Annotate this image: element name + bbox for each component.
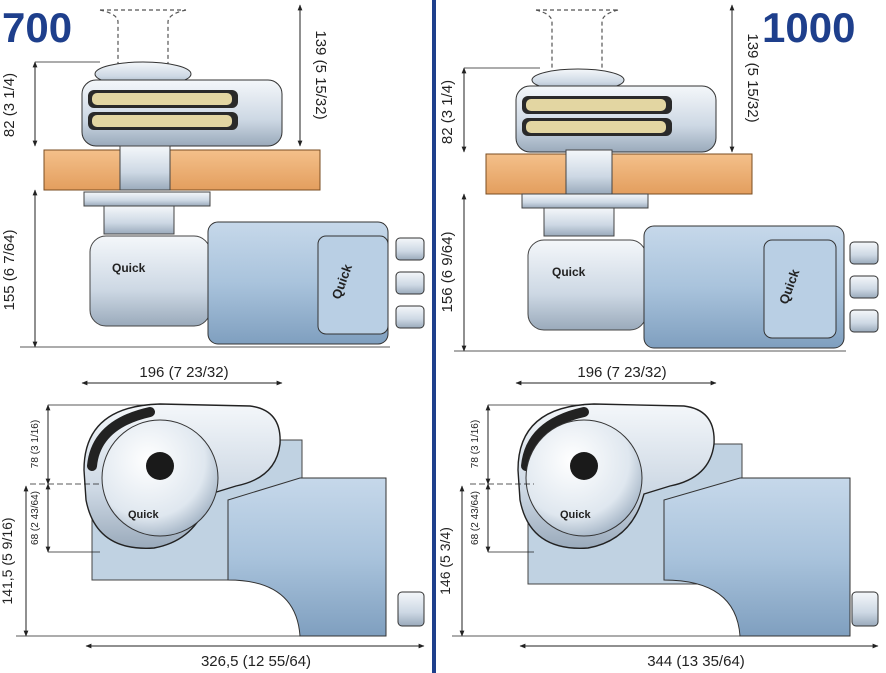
dim-below-deck-700: 155 (6 7/64): [1, 230, 18, 311]
chain-pipe-dashed: [99, 9, 187, 70]
gearbox: [89, 235, 211, 327]
top-view-700: Quick Quick: [43, 9, 425, 345]
top-view-1000: Quick Quick: [485, 9, 879, 349]
dim-below-deck-1000: 156 (6 9/64): [439, 232, 456, 313]
dim-gypsy-height-1000: 82 (3 1/4): [439, 80, 456, 144]
deck-plank: [485, 153, 753, 195]
dim-top-height-700: 139 (5 15/32): [312, 30, 329, 119]
side-view-700: Quick: [83, 403, 425, 637]
dim-gypsy-height-700: 82 (3 1/4): [1, 73, 18, 137]
model-700-label: 700: [2, 4, 72, 51]
brand-logo-1000-gearbox: Quick: [552, 265, 586, 279]
cable-gland: [395, 305, 425, 329]
dim-total-length-1000: 344 (13 35/64): [647, 653, 745, 670]
cable-gland: [395, 271, 425, 295]
brand-logo-700-gearbox: Quick: [112, 261, 146, 275]
dim-total-length-700: 326,5 (12 55/64): [201, 653, 311, 670]
cable-gland: [395, 237, 425, 261]
model-1000-label: 1000: [762, 4, 855, 51]
dim-upper-offset-700: 78 (3 1/16): [30, 420, 41, 468]
dim-lower-offset-700: 68 (2 43/64): [30, 491, 41, 545]
dim-side-height-700: 141,5 (5 9/16): [0, 517, 15, 604]
dim-lower-offset-1000: 68 (2 43/64): [470, 491, 481, 545]
dim-top-height-1000: 139 (5 15/32): [744, 33, 761, 122]
side-view-1000: Quick: [517, 403, 879, 637]
dim-width-1000: 196 (7 23/32): [577, 364, 666, 381]
deck-plank: [43, 149, 321, 191]
motor-housing-side: [227, 477, 387, 637]
dim-width-700: 196 (7 23/32): [139, 364, 228, 381]
shaft-collar: [119, 145, 171, 191]
cable-gland-side: [397, 591, 425, 627]
dim-side-height-1000: 146 (5 3/4): [437, 527, 453, 595]
motor-housing-side: [663, 477, 851, 637]
model-1000-panel: 1000 Quick Quick 139 (5 15/32): [437, 4, 879, 670]
model-700-panel: 700 Quick Quick 139 (5 15/32): [0, 4, 425, 670]
dim-upper-offset-1000: 78 (3 1/16): [470, 420, 481, 468]
brand-logo-700-side: Quick: [128, 509, 159, 521]
brand-logo-1000-side: Quick: [560, 509, 591, 521]
shaft-socket: [146, 452, 174, 480]
gearbox: [527, 239, 647, 331]
